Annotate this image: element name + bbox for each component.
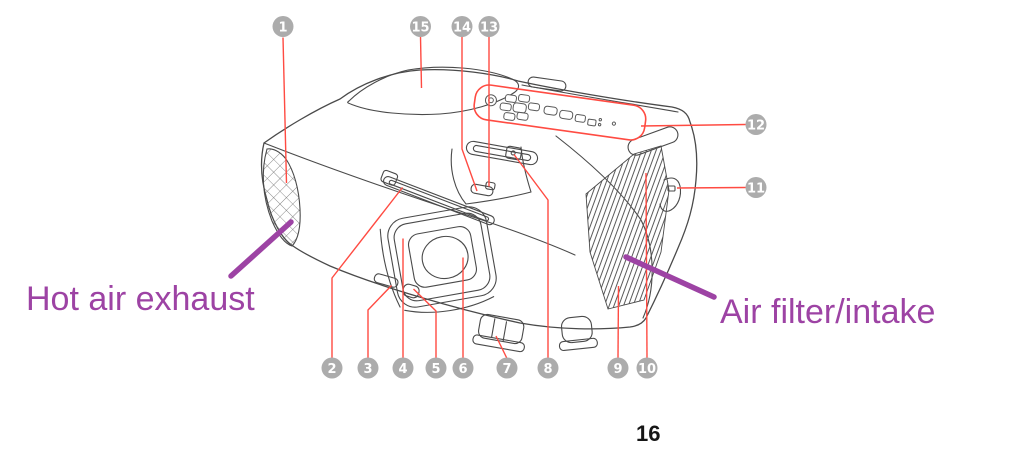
leader-3 <box>367 285 393 358</box>
callout-2-number: 2 <box>327 362 336 377</box>
callout-12-number: 12 <box>747 119 765 134</box>
callout-14: 14 <box>451 16 473 37</box>
callout-10: 10 <box>636 357 658 379</box>
projector-body <box>260 66 698 353</box>
control-panel-highlight <box>473 84 647 141</box>
right-foot <box>558 315 598 352</box>
kensington-slot <box>667 185 676 192</box>
callout-3: 3 <box>357 357 379 379</box>
callout-5: 5 <box>425 357 447 379</box>
zoom-slot <box>465 140 539 166</box>
callout-4-number: 4 <box>398 362 407 377</box>
callout-4: 4 <box>392 357 414 379</box>
leader-8 <box>513 154 549 358</box>
leader-7 <box>495 335 508 359</box>
callout-12: 12 <box>745 114 767 135</box>
callout-14-number: 14 <box>453 21 471 36</box>
foot-release-lever <box>373 273 399 288</box>
leader-2 <box>331 187 404 358</box>
callout-7: 7 <box>496 357 518 379</box>
leader-15 <box>419 36 423 89</box>
leader-9 <box>617 285 620 359</box>
focus-lever <box>470 181 496 197</box>
leader-5 <box>413 288 437 358</box>
leader-12 <box>640 123 746 127</box>
leader-1 <box>282 37 288 184</box>
callout-7-number: 7 <box>502 362 511 377</box>
leader-11 <box>676 186 746 189</box>
page-number: 16 <box>636 421 661 446</box>
lens <box>379 206 497 313</box>
callout-6-number: 6 <box>458 362 467 377</box>
hot-air-exhaust-pointer <box>228 219 294 279</box>
callout-3-number: 3 <box>363 362 372 377</box>
control-panel-buttons <box>484 93 617 127</box>
callout-15-number: 15 <box>411 21 429 36</box>
leader-lines <box>282 36 746 359</box>
callout-8: 8 <box>537 357 559 379</box>
label-hot-air-exhaust: Hot air exhaust <box>26 280 255 318</box>
callout-11-number: 11 <box>747 182 765 197</box>
callout-1: 1 <box>272 16 294 37</box>
security-slot <box>659 177 682 212</box>
callout-15: 15 <box>410 16 431 37</box>
callout-9: 9 <box>607 357 629 379</box>
front-top-edge <box>263 142 576 256</box>
leader-14 <box>461 36 478 192</box>
callout-8-number: 8 <box>543 362 552 377</box>
callout-13-number: 13 <box>480 21 498 36</box>
callout-13: 13 <box>478 16 500 37</box>
callout-2: 2 <box>321 357 343 379</box>
callout-6: 6 <box>452 357 474 379</box>
callout-10-number: 10 <box>638 362 656 377</box>
label-air-filter-intake: Air filter/intake <box>720 293 936 331</box>
callout-11: 11 <box>745 177 767 198</box>
callout-1-number: 1 <box>278 21 287 36</box>
callout-5-number: 5 <box>431 362 440 377</box>
callout-9-number: 9 <box>613 362 622 377</box>
air-filter-pointer <box>623 254 717 300</box>
lamp-cover <box>347 66 520 116</box>
av-mute-slide <box>380 169 495 226</box>
rear-vent <box>527 76 567 92</box>
